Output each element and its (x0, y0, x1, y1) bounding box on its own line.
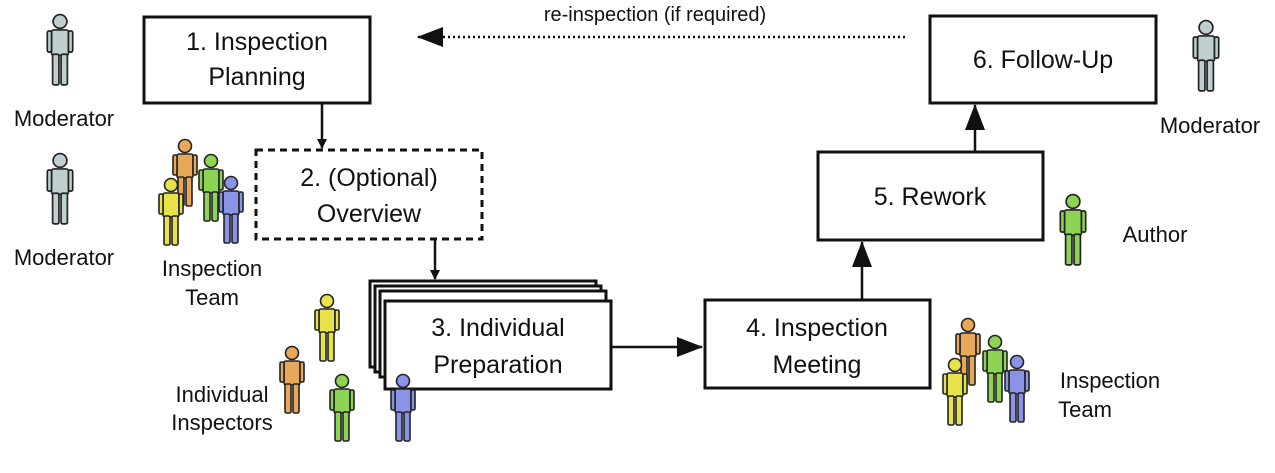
stage-preparation-line2: Preparation (433, 351, 562, 379)
stage-box-overview (254, 148, 484, 241)
role-individual-inspectors-line2: Inspectors (171, 410, 273, 435)
author-person-icon (1059, 193, 1087, 266)
stage-box-followup (928, 14, 1158, 105)
stage-preparation-line1: 3. Individual (431, 314, 564, 342)
role-moderator-right: Moderator (1160, 113, 1260, 138)
moderator-right-person-icon (1192, 19, 1220, 92)
moderator-mid-person-icon (46, 152, 74, 225)
stage-followup-line1: 6. Follow-Up (973, 46, 1113, 74)
moderator-top-person-icon (46, 13, 74, 86)
role-moderator-top: Moderator (14, 106, 114, 131)
role-inspection-team-left-line1: Inspection (162, 256, 262, 281)
inspector-orange-person-icon (279, 345, 305, 414)
reinspection-label: re-inspection (if required) (544, 4, 766, 26)
stage-planning-line2: Planning (208, 63, 305, 91)
inspector-green-person-icon (329, 373, 355, 442)
team-right-green-person-icon (982, 334, 1008, 403)
stage-meeting-line2: Meeting (773, 351, 862, 379)
inspector-yellow-person-icon (314, 293, 340, 362)
role-author: Author (1123, 222, 1188, 247)
stage-rework-line1: 5. Rework (874, 183, 987, 211)
stage-overview-line1: 2. (Optional) (300, 164, 438, 192)
stage-box-rework (816, 150, 1045, 242)
role-moderator-mid: Moderator (14, 245, 114, 270)
stage-planning-line1: 1. Inspection (186, 28, 328, 56)
stage-box-meeting (703, 298, 932, 390)
stage-meeting-line1: 4. Inspection (746, 314, 888, 342)
role-inspection-team-right-line1: Inspection (1060, 368, 1160, 393)
role-inspection-team-left-line2: Team (185, 285, 239, 310)
stage-box-preparation (383, 299, 613, 391)
stage-overview-line2: Overview (317, 200, 422, 228)
stage-box-planning (142, 15, 372, 105)
role-inspection-team-right-line2: Team (1058, 397, 1112, 422)
role-individual-inspectors-line1: Individual (176, 382, 269, 407)
team-right-blue-person-icon (1004, 354, 1030, 423)
